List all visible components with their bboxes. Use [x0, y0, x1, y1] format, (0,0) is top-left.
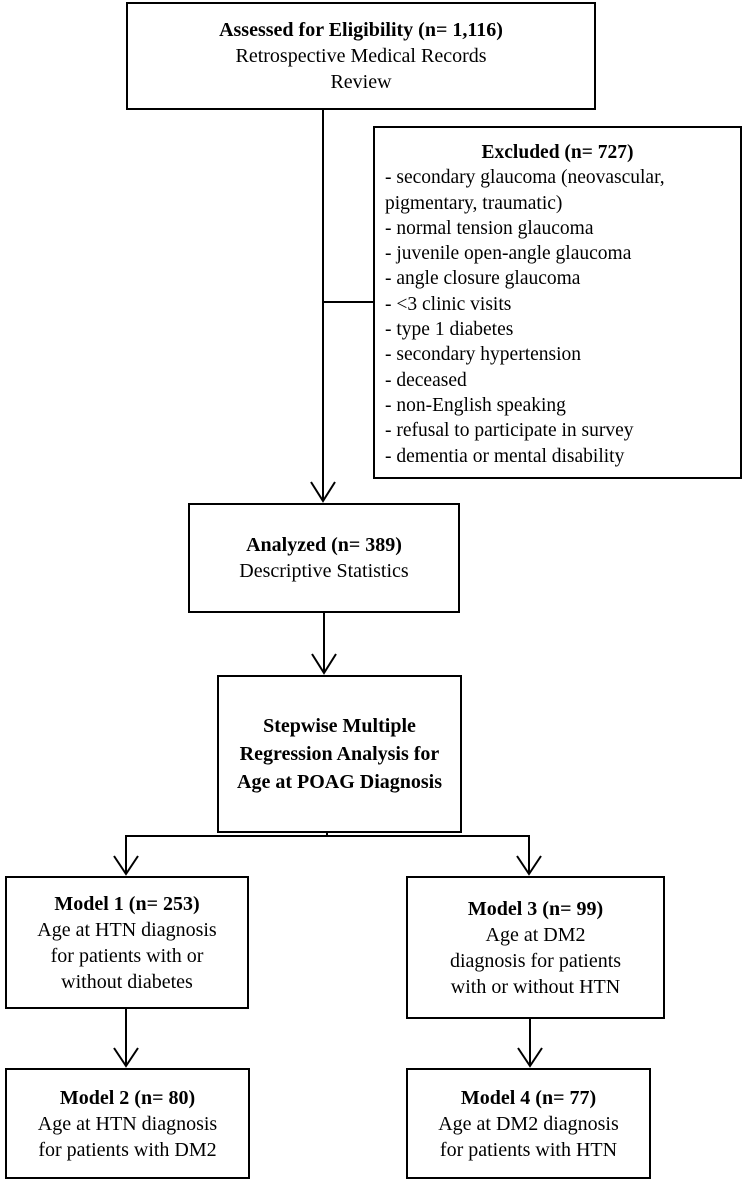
arrowhead-model1	[113, 855, 139, 876]
model4-box: Model 4 (n= 77) Age at DM2 diagnosis for…	[406, 1068, 651, 1179]
regression-title-line-3: Age at POAG Diagnosis	[237, 771, 442, 793]
model2-line-2: for patients with DM2	[38, 1138, 217, 1161]
excluded-item: - secondary hypertension	[385, 344, 582, 366]
regression-title-line-1: Stepwise Multiple	[263, 715, 416, 737]
model2-title: Model 2 (n= 80)	[59, 1086, 196, 1109]
model1-line-2: for patients with or	[50, 944, 204, 967]
model3-line-2: diagnosis for patients	[449, 949, 622, 972]
arrowhead-model2	[113, 1047, 139, 1068]
eligibility-title: Assessed for Eligibility (n= 1,116)	[219, 19, 503, 41]
excluded-item: - normal tension glaucoma	[385, 217, 594, 239]
excluded-item: - type 1 diabetes	[385, 319, 514, 341]
model1-title: Model 1 (n= 253)	[54, 892, 200, 915]
regression-box: Stepwise Multiple Regression Analysis fo…	[217, 675, 462, 833]
excluded-item: - refusal to participate in survey	[385, 420, 634, 442]
analyzed-line-1: Descriptive Statistics	[239, 560, 409, 582]
arrowhead-regression	[311, 653, 337, 675]
excluded-item: - non-English speaking	[385, 394, 566, 416]
analyzed-box: Analyzed (n= 389) Descriptive Statistics	[188, 503, 460, 613]
excluded-item: pigmentary, traumatic)	[385, 192, 563, 214]
model4-title: Model 4 (n= 77)	[460, 1086, 597, 1109]
excluded-title: Excluded (n= 727)	[481, 142, 634, 163]
model3-title: Model 3 (n= 99)	[467, 897, 604, 920]
model4-line-1: Age at DM2 diagnosis	[438, 1112, 619, 1135]
model2-line-1: Age at HTN diagnosis	[37, 1112, 218, 1135]
excluded-item: - <3 clinic visits	[385, 293, 512, 315]
excluded-item: - dementia or mental disability	[385, 445, 625, 467]
arrowhead-analyzed	[310, 481, 336, 503]
eligibility-line-1: Retrospective Medical Records	[235, 45, 487, 67]
regression-title-line-2: Regression Analysis for	[239, 743, 440, 765]
model1-line-3: without diabetes	[61, 970, 193, 993]
model4-line-2: for patients with HTN	[439, 1138, 618, 1161]
model3-box: Model 3 (n= 99) Age at DM2 diagnosis for…	[406, 876, 665, 1019]
excluded-box: Excluded (n= 727) - secondary glaucoma (…	[373, 126, 742, 479]
model1-line-1: Age at HTN diagnosis	[37, 918, 217, 941]
model3-line-1: Age at DM2	[485, 923, 586, 946]
excluded-item: - angle closure glaucoma	[385, 268, 581, 290]
arrowhead-model3	[516, 855, 542, 876]
arrowhead-model4	[517, 1047, 543, 1068]
model1-box: Model 1 (n= 253) Age at HTN diagnosis fo…	[5, 876, 249, 1009]
model3-line-3: with or without HTN	[450, 975, 621, 998]
excluded-item: - secondary glaucoma (neovascular,	[385, 167, 665, 189]
eligibility-box: Assessed for Eligibility (n= 1,116) Retr…	[126, 2, 596, 110]
eligibility-line-2: Review	[330, 71, 392, 93]
model2-box: Model 2 (n= 80) Age at HTN diagnosis for…	[5, 1068, 250, 1179]
analyzed-title: Analyzed (n= 389)	[246, 534, 402, 556]
excluded-item: - juvenile open-angle glaucoma	[385, 243, 632, 265]
excluded-item: - deceased	[385, 369, 467, 391]
